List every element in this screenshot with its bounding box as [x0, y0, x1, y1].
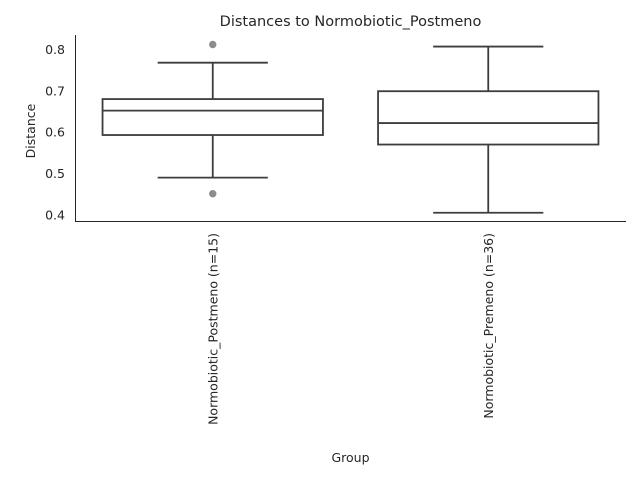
box-group-2: [377, 45, 600, 214]
y-tick-labels: 0.4 0.5 0.6 0.7 0.8: [45, 42, 65, 222]
y-tick-label: 0.5: [45, 166, 65, 181]
y-axis-label: Distance: [23, 103, 38, 158]
outlier-point: [209, 40, 217, 49]
y-tick-label: 0.7: [45, 83, 65, 98]
y-tick-label: 0.8: [45, 42, 65, 57]
plot-area: [101, 40, 600, 214]
y-tick-label: 0.4: [45, 207, 65, 222]
iqr-box: [377, 90, 600, 146]
x-axis-label: Group: [331, 450, 369, 465]
x-tick-label: Normobiotic_Postmeno (n=15): [205, 233, 220, 425]
x-tick-labels: Normobiotic_Postmeno (n=15) Normobiotic_P…: [205, 233, 496, 425]
x-tick-label: Normobiotic_Premeno (n=36): [481, 233, 496, 419]
chart-title: Distances to Normobiotic_Postmeno: [220, 14, 482, 30]
y-tick-label: 0.6: [45, 125, 65, 140]
box-group-1: [101, 40, 324, 198]
outlier-point: [209, 190, 217, 198]
iqr-box: [101, 98, 324, 136]
